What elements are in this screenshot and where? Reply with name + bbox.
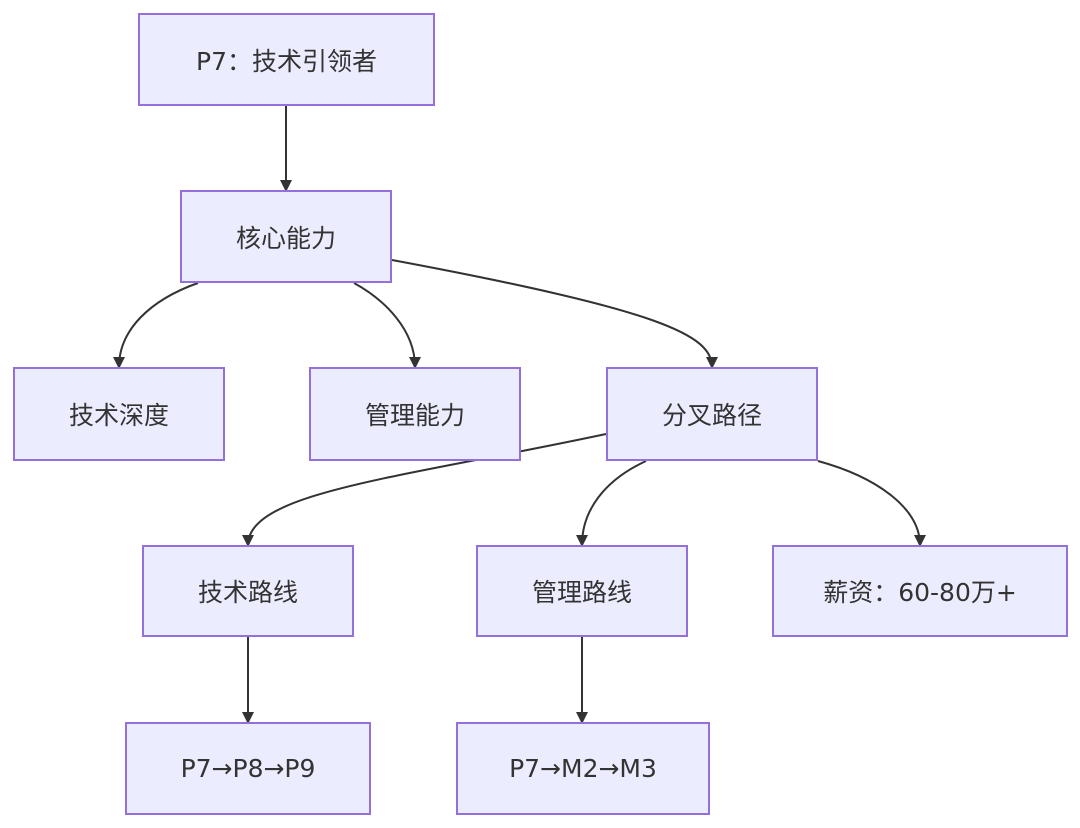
node-mgmt-route-label: 管理路线 (531, 578, 632, 607)
node-p7-tech-leader-label: P7：技术引领者 (196, 46, 377, 76)
node-branch-paths-label: 分叉路径 (661, 401, 762, 430)
node-mgmt-levels: P7→M2→M3 (456, 722, 710, 815)
node-salary-label: 薪资：60-80万+ (823, 578, 1017, 607)
edge-branch-to-salary (817, 460, 926, 547)
node-tech-depth: 技术深度 (13, 367, 225, 461)
node-tech-levels-label: P7→P8→P9 (180, 754, 316, 783)
node-tech-levels: P7→P8→P9 (125, 722, 371, 815)
node-tech-route-label: 技术路线 (197, 578, 298, 607)
node-p7-tech-leader: P7：技术引领者 (138, 13, 435, 106)
node-mgmt-route: 管理路线 (476, 545, 688, 637)
node-tech-route: 技术路线 (142, 545, 354, 637)
node-mgmt-ability-label: 管理能力 (364, 401, 465, 430)
edge-core-to-tech-depth (113, 282, 199, 369)
node-mgmt-ability: 管理能力 (309, 367, 521, 461)
edge-branch-to-tech-route (242, 433, 607, 547)
node-salary: 薪资：60-80万+ (772, 545, 1068, 637)
node-core-abilities-label: 核心能力 (235, 223, 336, 253)
edge-core-to-branch (391, 259, 718, 369)
node-branch-paths: 分叉路径 (606, 367, 818, 461)
node-tech-depth-label: 技术深度 (68, 401, 169, 430)
edge-core-to-mgmt-ability (353, 282, 421, 369)
edge-branch-to-mgmt-route (576, 460, 647, 547)
node-mgmt-levels-label: P7→M2→M3 (509, 754, 657, 783)
node-core-abilities: 核心能力 (180, 190, 392, 283)
